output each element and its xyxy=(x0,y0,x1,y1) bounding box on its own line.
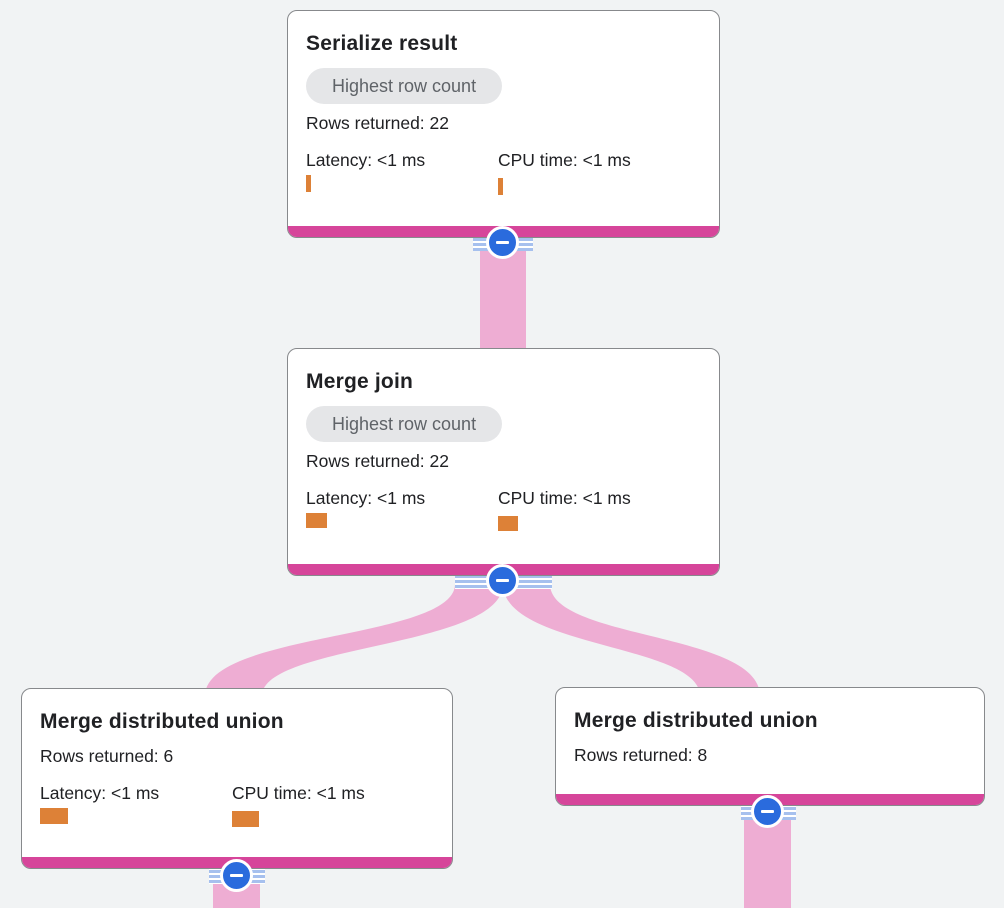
cpu-time-label: CPU time: <1 ms xyxy=(498,150,631,170)
minus-icon xyxy=(496,579,509,582)
node-title: Serialize result xyxy=(306,32,458,55)
cpu-metric: CPU time: <1 ms xyxy=(498,150,690,195)
cpu-time-bar xyxy=(498,516,518,531)
node-merge-distributed-union-right[interactable]: Merge distributed union Rows returned: 8 xyxy=(555,687,985,806)
latency-metric: Latency: <1 ms xyxy=(306,488,498,531)
latency-bar xyxy=(306,175,311,192)
rows-returned-label: Rows returned: 22 xyxy=(306,113,449,133)
cpu-metric: CPU time: <1 ms xyxy=(232,783,424,827)
cpu-metric: CPU time: <1 ms xyxy=(498,488,690,531)
metrics-row: Latency: <1 ms CPU time: <1 ms xyxy=(306,150,701,195)
cpu-time-bar xyxy=(498,178,503,195)
flow-right-union-child xyxy=(744,806,791,908)
minus-icon xyxy=(230,874,243,877)
metrics-row: Latency: <1 ms CPU time: <1 ms xyxy=(306,488,701,531)
flow-serialize-to-mergejoin xyxy=(480,240,526,352)
latency-bar xyxy=(40,808,68,824)
node-title: Merge distributed union xyxy=(574,709,818,732)
node-title: Merge join xyxy=(306,370,414,393)
latency-metric: Latency: <1 ms xyxy=(40,783,232,827)
flow-mergejoin-to-left-union xyxy=(205,584,503,696)
latency-bar xyxy=(306,513,327,528)
collapse-left-union-button[interactable] xyxy=(220,859,253,892)
flow-mergejoin-to-right-union xyxy=(503,584,760,696)
collapse-serialize-result-button[interactable] xyxy=(486,226,519,259)
collapse-merge-join-button[interactable] xyxy=(486,564,519,597)
latency-metric: Latency: <1 ms xyxy=(306,150,498,195)
node-merge-join[interactable]: Merge join Highest row count Rows return… xyxy=(287,348,720,576)
latency-label: Latency: <1 ms xyxy=(306,150,426,170)
node-serialize-result[interactable]: Serialize result Highest row count Rows … xyxy=(287,10,720,238)
node-merge-distributed-union-left[interactable]: Merge distributed union Rows returned: 6… xyxy=(21,688,453,869)
cpu-time-bar xyxy=(232,811,259,827)
cpu-time-label: CPU time: <1 ms xyxy=(232,783,365,803)
highest-row-count-badge: Highest row count xyxy=(306,406,503,442)
metrics-row: Latency: <1 ms CPU time: <1 ms xyxy=(40,783,434,827)
node-title: Merge distributed union xyxy=(40,710,284,733)
rows-returned-label: Rows returned: 8 xyxy=(574,745,708,765)
collapse-right-union-button[interactable] xyxy=(751,795,784,828)
minus-icon xyxy=(496,241,509,244)
rows-returned-label: Rows returned: 22 xyxy=(306,451,449,471)
latency-label: Latency: <1 ms xyxy=(40,783,160,803)
rows-returned-label: Rows returned: 6 xyxy=(40,746,174,766)
cpu-time-label: CPU time: <1 ms xyxy=(498,488,631,508)
minus-icon xyxy=(761,810,774,813)
highest-row-count-badge: Highest row count xyxy=(306,68,503,104)
latency-label: Latency: <1 ms xyxy=(306,488,426,508)
